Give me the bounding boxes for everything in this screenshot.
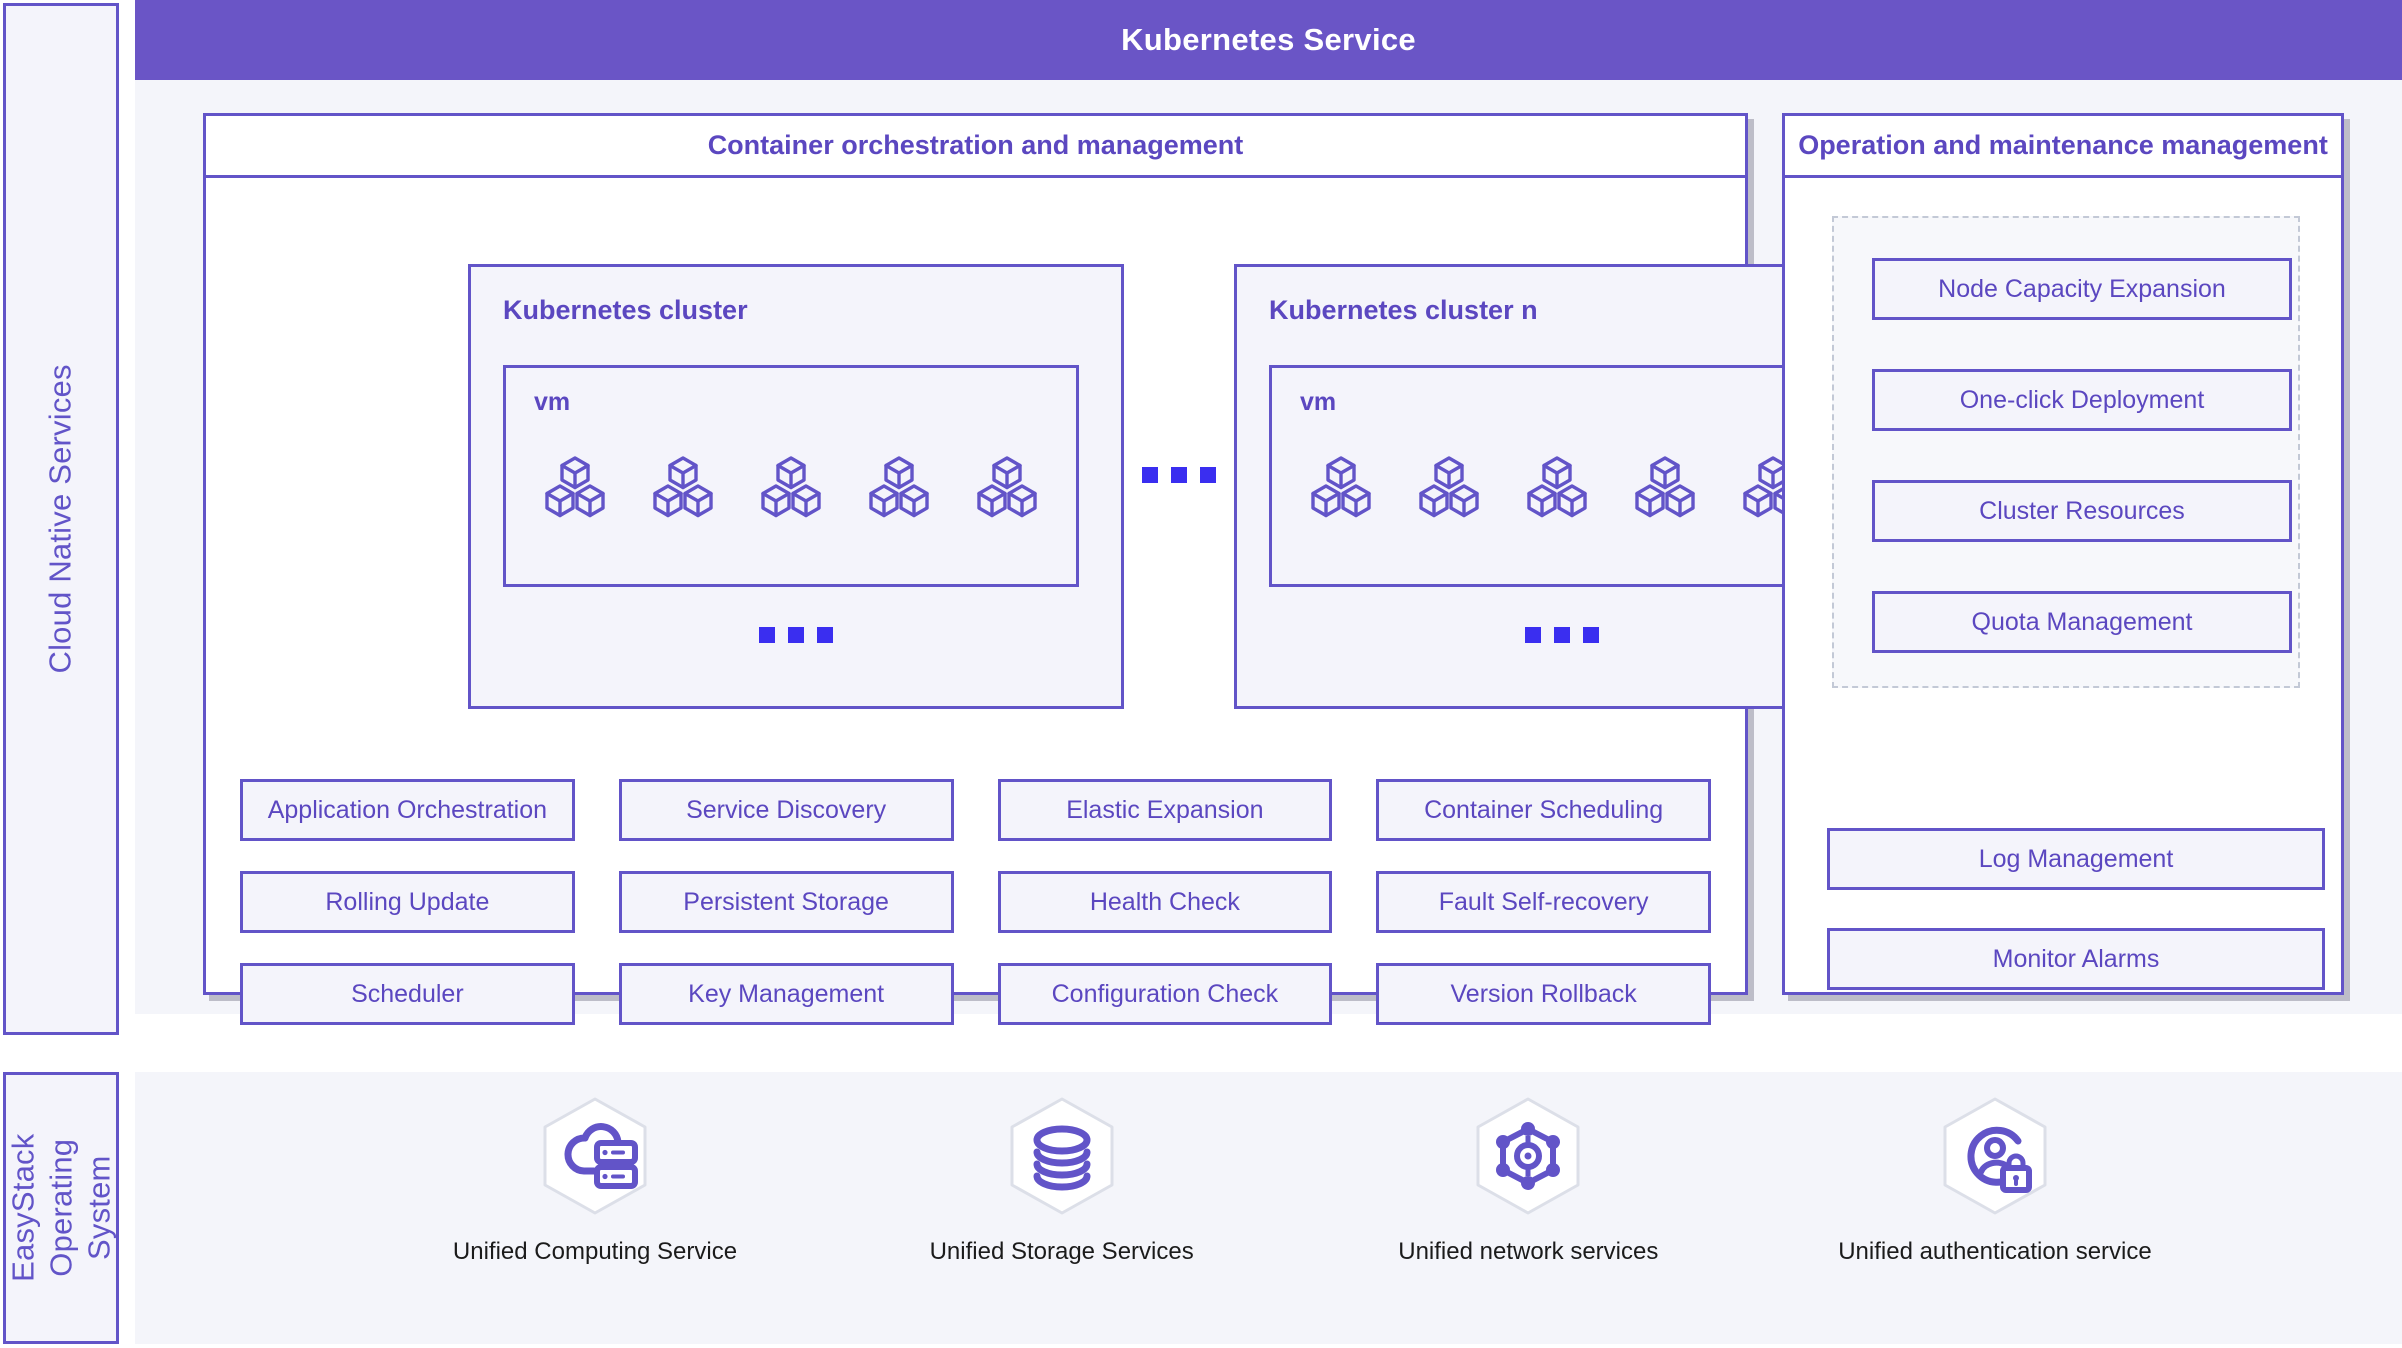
feature-elastic-expansion[interactable]: Elastic Expansion — [997, 779, 1333, 841]
network-mesh-gear-icon — [1466, 1094, 1590, 1218]
database-stack-icon — [1000, 1094, 1124, 1218]
cluster-1-vm-box: vm — [503, 365, 1079, 587]
cloud-server-icon — [533, 1094, 657, 1218]
kubernetes-cluster-1: Kubernetes cluster vm — [468, 264, 1124, 709]
cluster-1-ellipsis-icon — [471, 627, 1121, 643]
container-cubes-icon — [651, 456, 715, 518]
feature-container-scheduling[interactable]: Container Scheduling — [1376, 779, 1711, 841]
cluster-n-container-row — [1272, 456, 1842, 518]
os-service-authentication[interactable]: Unified authentication service — [1785, 1094, 2205, 1324]
page-title: Kubernetes Service — [1121, 22, 1416, 57]
ops-log-management[interactable]: Log Management — [1827, 828, 2325, 890]
operations-header: Operation and maintenance management — [1785, 116, 2341, 178]
ops-one-click-deployment[interactable]: One-click Deployment — [1872, 369, 2292, 431]
rail-easystack-operating-system: EasyStack Operating System — [3, 1072, 119, 1344]
os-service-storage[interactable]: Unified Storage Services — [852, 1094, 1272, 1324]
os-service-network-label: Unified network services — [1398, 1238, 1659, 1265]
feature-scheduler[interactable]: Scheduler — [240, 963, 575, 1025]
container-cubes-icon — [1417, 456, 1481, 518]
cluster-1-vm-label: vm — [534, 388, 571, 416]
container-orchestration-panel: Container orchestration and management K… — [203, 113, 1890, 1025]
os-service-computing-label: Unified Computing Service — [452, 1238, 738, 1265]
feature-fault-self-recovery[interactable]: Fault Self-recovery — [1376, 871, 1711, 933]
rail-os-label: EasyStack Operating System — [5, 1133, 116, 1283]
ops-quota-management[interactable]: Quota Management — [1872, 591, 2292, 653]
ops-node-capacity-expansion[interactable]: Node Capacity Expansion — [1872, 258, 2292, 320]
container-cubes-icon — [975, 456, 1039, 518]
ops-monitor-alarms[interactable]: Monitor Alarms — [1827, 928, 2325, 990]
os-service-network[interactable]: Unified network services — [1318, 1094, 1738, 1324]
page-title-bar: Kubernetes Service — [135, 0, 2402, 80]
feature-key-management[interactable]: Key Management — [618, 963, 954, 1025]
cluster-n-ellipsis-icon — [1237, 627, 1887, 643]
container-orchestration-header: Container orchestration and management — [206, 116, 1745, 178]
rail-cloud-native-services: Cloud Native Services — [3, 3, 119, 1035]
rail-cloud-native-label: Cloud Native Services — [43, 364, 79, 674]
feature-rolling-update[interactable]: Rolling Update — [240, 871, 575, 933]
cluster-1-title: Kubernetes cluster — [503, 295, 748, 325]
user-lock-icon — [1933, 1094, 2057, 1218]
container-cubes-icon — [759, 456, 823, 518]
os-service-authentication-label: Unified authentication service — [1838, 1238, 2152, 1265]
container-cubes-icon — [1633, 456, 1697, 518]
feature-persistent-storage[interactable]: Persistent Storage — [618, 871, 954, 933]
feature-service-discovery[interactable]: Service Discovery — [618, 779, 954, 841]
container-orchestration-title: Container orchestration and management — [707, 130, 1244, 160]
ops-cluster-resources[interactable]: Cluster Resources — [1872, 480, 2292, 542]
feature-health-check[interactable]: Health Check — [997, 871, 1333, 933]
operating-system-band: Unified Computing Service Unified Storag… — [135, 1072, 2402, 1344]
cluster-1-container-row — [506, 456, 1076, 518]
operations-grouped-box: Node Capacity Expansion One-click Deploy… — [1832, 216, 2300, 688]
container-cubes-icon — [543, 456, 607, 518]
os-services-row: Unified Computing Service Unified Storag… — [385, 1094, 2205, 1324]
feature-version-rollback[interactable]: Version Rollback — [1376, 963, 1711, 1025]
os-service-storage-label: Unified Storage Services — [929, 1238, 1194, 1265]
feature-grid: Application Orchestration Service Discov… — [240, 779, 1711, 1025]
cluster-n-vm-box: vm — [1269, 365, 1845, 587]
cluster-n-vm-label: vm — [1300, 388, 1337, 416]
feature-configuration-check[interactable]: Configuration Check — [997, 963, 1333, 1025]
feature-application-orchestration[interactable]: Application Orchestration — [240, 779, 575, 841]
container-cubes-icon — [1525, 456, 1589, 518]
operations-maintenance-panel: Operation and maintenance management Nod… — [1782, 113, 2344, 995]
operations-title: Operation and maintenance management — [1798, 130, 2328, 160]
kubernetes-cluster-n: Kubernetes cluster n vm — [1234, 264, 1890, 709]
container-cubes-icon — [1309, 456, 1373, 518]
cluster-n-title: Kubernetes cluster n — [1269, 295, 1538, 325]
os-service-computing[interactable]: Unified Computing Service — [385, 1094, 805, 1324]
clusters-ellipsis-icon — [1124, 178, 1234, 771]
container-cubes-icon — [867, 456, 931, 518]
